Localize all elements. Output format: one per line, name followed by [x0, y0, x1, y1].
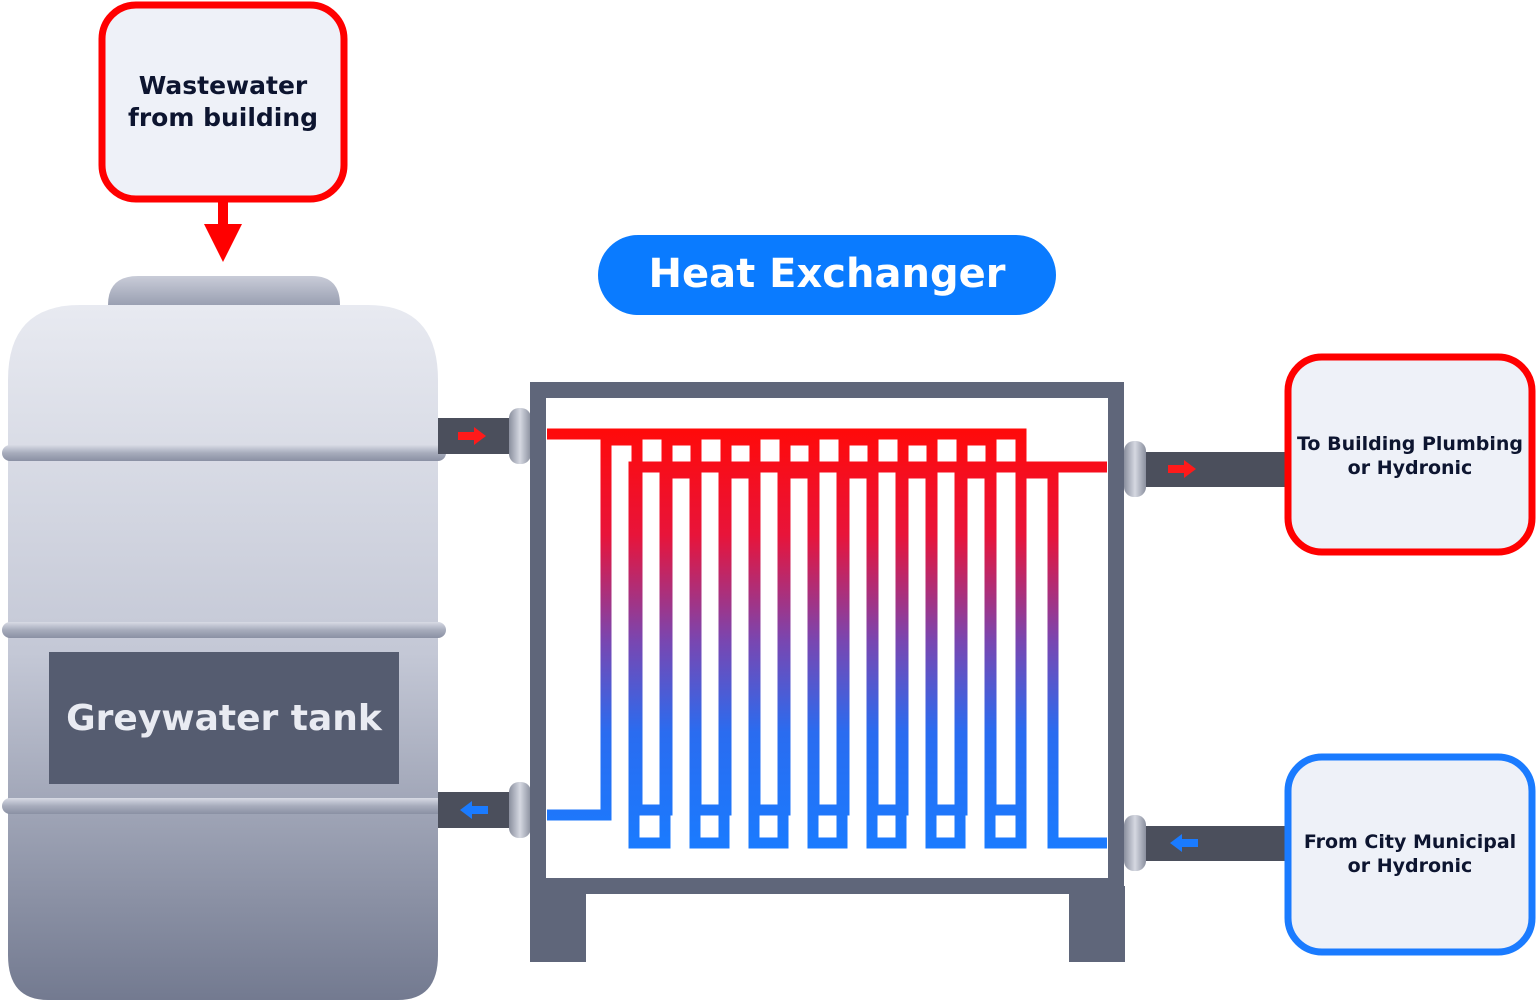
- exchanger-coils: [547, 428, 1107, 849]
- to-building-label-line1: To Building Plumbing: [1297, 433, 1523, 455]
- tank-label-plate: [49, 652, 399, 784]
- tank-band-1: [2, 445, 446, 461]
- tank-band-3: [2, 798, 446, 814]
- exchanger-frame: [530, 382, 1125, 962]
- from-city-label-line1: From City Municipal: [1304, 831, 1516, 853]
- tank-return-pipe: [438, 782, 531, 838]
- cold-flow-arrow-icon: [1170, 834, 1198, 852]
- tank-outlet-pipe: [438, 408, 531, 464]
- wastewater-box: Wastewater from building: [98, 1, 348, 203]
- cold-inlet-pipe: [1124, 815, 1288, 871]
- greywater-tank: Greywater tank: [2, 276, 446, 1000]
- from-city-label-line2: or Hydronic: [1348, 855, 1473, 877]
- tank-band-2: [2, 622, 446, 638]
- pipe-fitting: [1124, 441, 1146, 497]
- cold-flow-arrow-icon: [460, 801, 488, 819]
- to-building-box: To Building Plumbing or Hydronic: [1284, 353, 1536, 556]
- title-text: Heat Exchanger: [649, 251, 1006, 297]
- from-city-box: From City Municipal or Hydronic: [1284, 753, 1536, 956]
- pipe-fitting: [509, 408, 531, 464]
- pipe-fitting: [509, 782, 531, 838]
- wastewater-label-line1: Wastewater: [139, 71, 308, 100]
- heat-exchanger-title: Heat Exchanger: [598, 235, 1056, 315]
- tank-cap: [108, 276, 340, 305]
- hot-flow-arrow-icon: [1168, 460, 1196, 478]
- pipe-fitting: [1124, 815, 1146, 871]
- hot-outlet-pipe: [1124, 441, 1288, 497]
- frame-leg-right: [1069, 886, 1125, 962]
- to-building-label-line2: or Hydronic: [1348, 457, 1473, 479]
- tank-label: Greywater tank: [66, 698, 383, 739]
- coil-loop-front: [628, 461, 1107, 849]
- wastewater-label-line2: from building: [128, 103, 318, 132]
- hot-flow-arrow-icon: [458, 427, 486, 445]
- wastewater-flow-arrow: [204, 199, 242, 262]
- frame-leg-left: [530, 886, 586, 962]
